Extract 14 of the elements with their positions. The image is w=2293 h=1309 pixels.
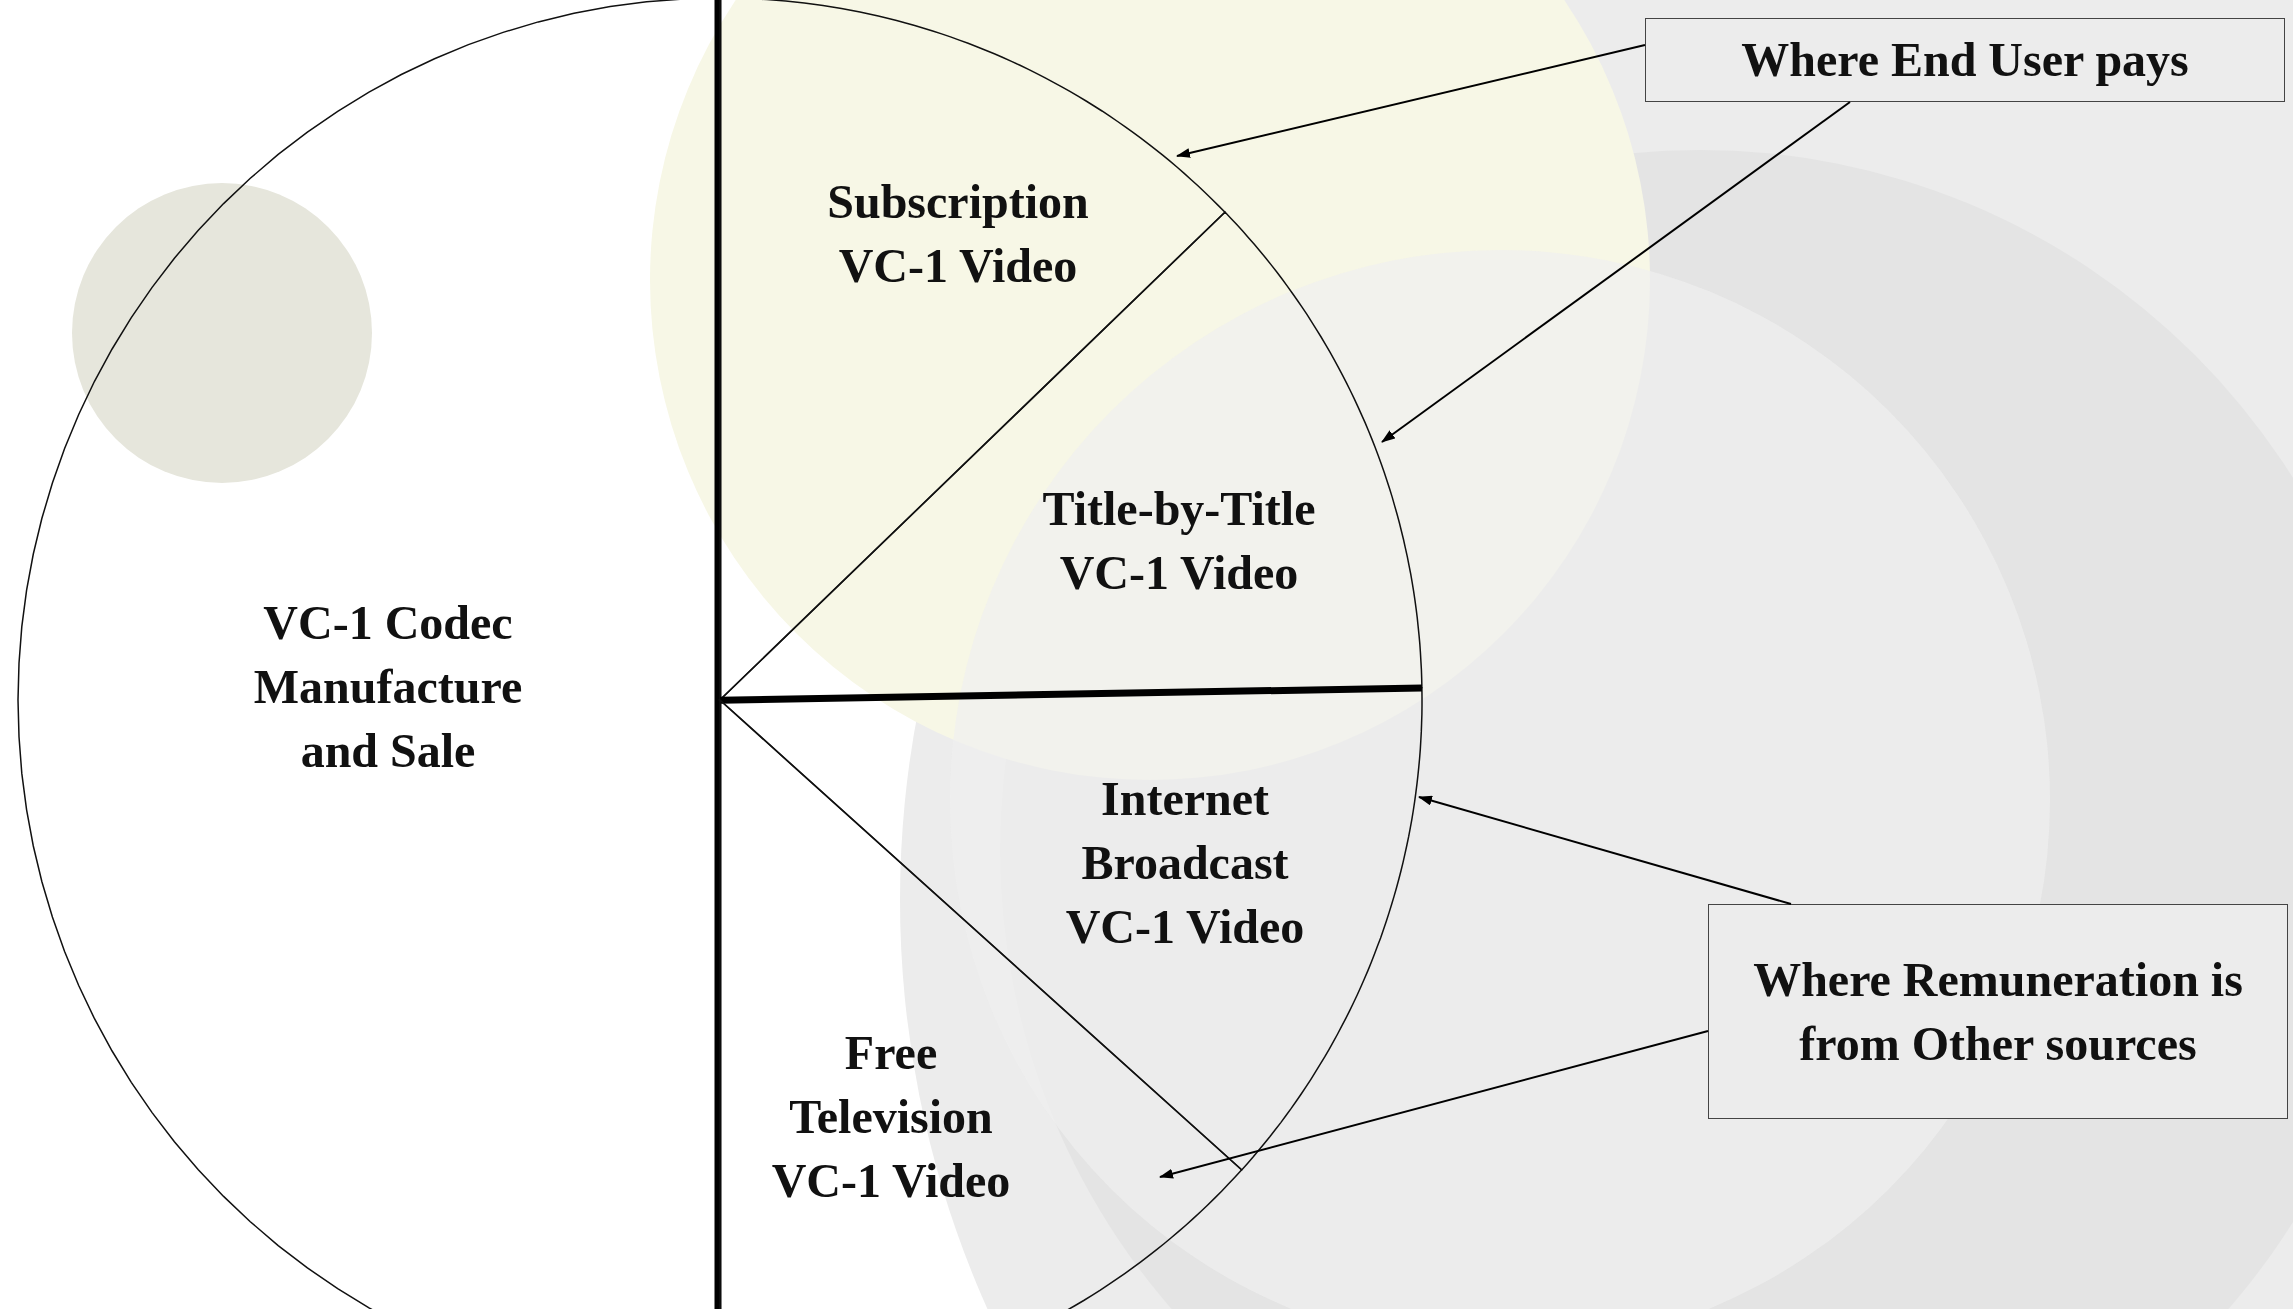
slice-label: Title-by-Title VC-1 Video (1041, 481, 1317, 601)
slice-label: Subscription VC-1 Video (826, 174, 1090, 294)
arrow (1159, 1030, 1709, 1179)
callout-box (1645, 18, 2285, 102)
slice-label: VC-1 Codec Manufacture and Sale (252, 595, 524, 779)
callout-box (1708, 904, 2288, 1119)
arrow (1418, 795, 1792, 905)
arrow (1176, 44, 1646, 158)
slice-label: Free Television VC-1 Video (770, 1025, 1012, 1209)
pie-slice (18, 0, 720, 1309)
arrow (1381, 101, 1851, 443)
callout-text: Where Remuneration is from Other sources (1752, 951, 2244, 1072)
callout-text: Where End User pays (1741, 32, 2189, 88)
slice-label: Internet Broadcast VC-1 Video (1064, 771, 1306, 955)
